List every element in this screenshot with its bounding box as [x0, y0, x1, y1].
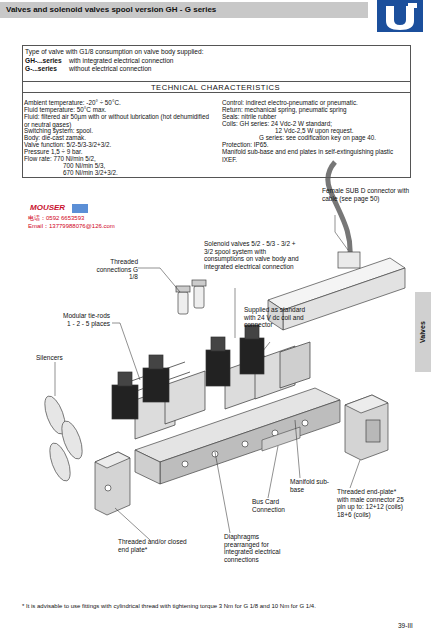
page-title: Valves and solenoid valves spool version… — [6, 4, 366, 16]
callout-label: Female SUB D connector with cable (see p… — [322, 187, 414, 202]
section-band: TECHNICAL CHARACTERISTICS — [22, 81, 411, 93]
body-text: with integrated electrical connection — [69, 57, 309, 65]
spec-text: Coils: GH series: 24 Vdc-2 W standard; — [222, 120, 412, 128]
spec-text: Protection: IP65. — [222, 141, 412, 149]
callout-label: Threaded connections G 1/8 — [92, 258, 138, 281]
callout-label: Silencers — [36, 354, 76, 362]
side-tab: Valves — [415, 292, 431, 372]
header-bar — [0, 2, 368, 18]
solenoid-valve — [112, 355, 205, 439]
footnote: * It is advisable to use fittings with c… — [22, 603, 417, 610]
spec-text: Pressure 1,5 ÷ 9 bar. — [24, 148, 214, 156]
spec-text: Fluid: filtered air 50µm with or without… — [24, 113, 214, 128]
spec-text: Seals: nitrile rubber — [222, 113, 412, 121]
callout-label: Supplied as standard with 24 V dc coil a… — [244, 306, 310, 329]
spec-text: Manifold sub-base and end plates in self… — [222, 148, 402, 163]
watermark: 电话：0592 6653593 — [28, 215, 148, 222]
threaded-fitting — [176, 280, 206, 314]
spec-text: 12 Vdc-2,5 W upon request. — [275, 127, 410, 135]
callout-label: Diaphragms prearranged for integrated el… — [224, 533, 296, 564]
callout-label: Threaded end-plate* with male connector … — [337, 488, 407, 519]
spec-text: Valve function: 5/2-5/3-3/2+3/2. — [24, 141, 214, 149]
leader-line — [55, 215, 360, 540]
watermark: Email：13779988076@126.com — [28, 223, 178, 230]
callout-label: Manifold sub-base — [290, 478, 338, 493]
spec-text: Return: mechanical spring, pneumatic spr… — [222, 106, 412, 114]
closed-end-plate — [95, 452, 130, 515]
watermark-badge — [72, 204, 88, 213]
spec-text: Fluid temperature: 50°C max. — [24, 106, 214, 114]
callout-label: Modular tie-rods 1 - 2 - 5 places — [58, 312, 110, 327]
silencer-symbol — [41, 393, 87, 483]
spec-text: 670 Nl/min 3/2+3/2. — [63, 169, 213, 177]
body-text: without electrical connection — [69, 65, 309, 73]
body-text: Type of valve with G1/8 consumption on v… — [25, 48, 405, 56]
spec-text: Ambient temperature: -20° ÷ 50°C. — [24, 99, 214, 107]
threaded-end-plate — [345, 395, 388, 460]
callout-label: Threaded and/or closed end plate* — [118, 538, 188, 553]
section-heading: TECHNICAL CHARACTERISTICS — [22, 83, 409, 92]
spec-text: 700 Nl/min 5/3, — [63, 162, 213, 170]
spec-text: Flow rate: 770 Nl/min 5/2, — [24, 155, 214, 163]
tab-label: Valves — [415, 292, 431, 372]
callout-label: Bus Card Connection — [252, 498, 296, 513]
solenoid-valve — [206, 325, 310, 409]
page-number: 39-III — [398, 622, 428, 630]
callout-label: Solenoid valves 5/2 - 5/3 - 3/2 + 3/2 sp… — [204, 240, 304, 271]
spec-text: Body: die-cast zamak. — [24, 134, 214, 142]
brand-logo — [377, 0, 423, 32]
spec-text: Control: indirect electro-pneumatic or p… — [222, 99, 412, 107]
bus-card — [262, 427, 300, 451]
spec-text: G series: see codification key on page 4… — [259, 134, 409, 142]
watermark: MOUSER — [30, 203, 75, 212]
spec-text: Switching system: spool. — [24, 127, 214, 135]
